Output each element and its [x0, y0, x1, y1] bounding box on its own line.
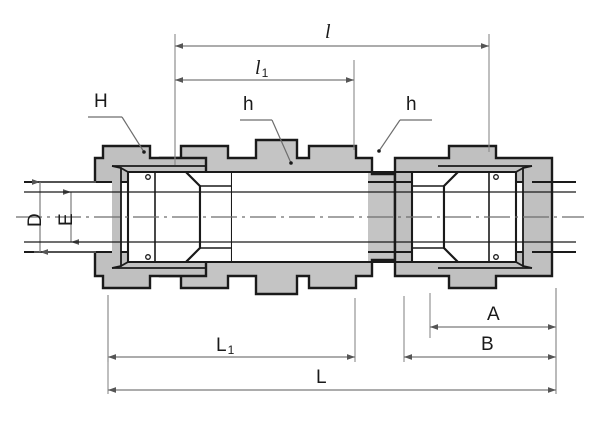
- L1-subscript: 1: [227, 343, 235, 357]
- dimension-B: [403, 296, 556, 362]
- dimension-label-L: L: [316, 367, 327, 388]
- left-seat-taper: [120, 167, 129, 267]
- leader-H-dot: [142, 150, 146, 154]
- leader-h-left-diag: [271, 119, 292, 164]
- dimension-label-h-left: h: [243, 94, 254, 115]
- ferrule-nib-right-top: [493, 174, 499, 180]
- leader-h-left-dot: [289, 161, 293, 165]
- right-seat-taper: [515, 167, 524, 267]
- leader-H: [88, 116, 146, 154]
- ferrule-nib-left-top: [145, 174, 151, 180]
- ferrule-nib-right-bottom: [493, 254, 499, 260]
- leader-h-right: [377, 119, 432, 153]
- dimension-D: [32, 179, 96, 255]
- dimension-label-H: H: [94, 91, 108, 112]
- center-bore-edges: [232, 171, 412, 263]
- l1-base: l: [255, 57, 261, 79]
- leader-h-left: [240, 119, 293, 165]
- dimension-l1: [174, 60, 355, 165]
- left-nut-wall: [112, 165, 206, 269]
- dimension-label-E: E: [56, 213, 77, 226]
- dimension-label-l1: l1: [255, 58, 268, 79]
- dimension-L: [107, 288, 557, 394]
- dimension-label-L1: L1: [216, 336, 234, 356]
- dimension-label-A: A: [487, 304, 500, 325]
- leader-h-right-dot: [377, 149, 381, 153]
- leader-H-diag: [121, 116, 145, 153]
- ferrule-nib-left-bottom: [145, 254, 151, 260]
- dimension-label-l: l: [325, 21, 331, 43]
- dimension-label-D: D: [25, 213, 46, 227]
- leader-h-right-diag: [378, 119, 401, 152]
- L1-base: L: [216, 335, 227, 356]
- dimension-label-h-right: h: [406, 94, 417, 115]
- dimension-label-B: B: [481, 334, 494, 355]
- right-nut-wall: [438, 165, 532, 269]
- l1-subscript: 1: [261, 66, 269, 80]
